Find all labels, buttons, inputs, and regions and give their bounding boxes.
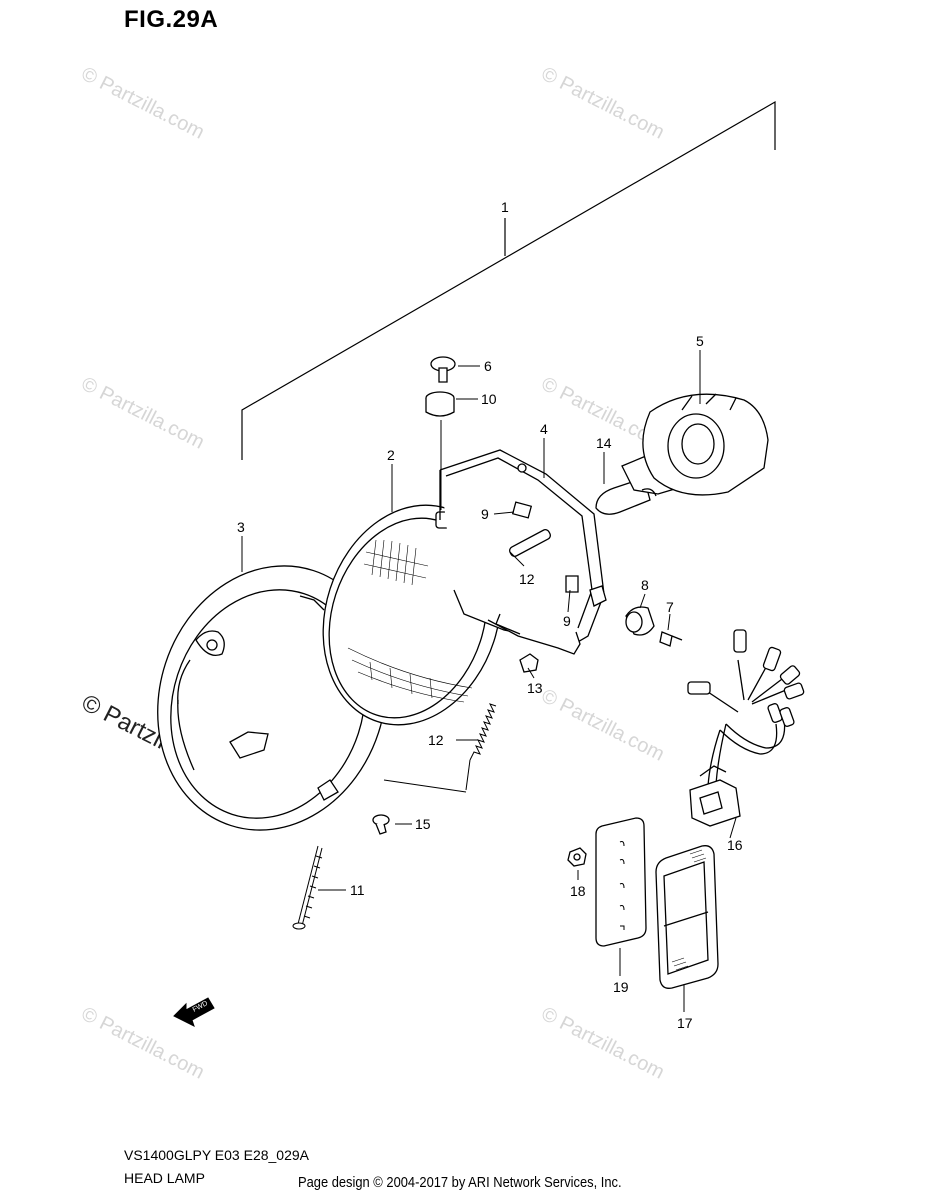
callout-9a: 9 [481, 506, 489, 522]
watermark: © Partzilla.com [538, 685, 668, 766]
nut [568, 848, 586, 866]
callout-14: 14 [596, 435, 612, 451]
reflector-plate [656, 846, 718, 989]
cover-plate [596, 818, 646, 946]
adjuster-grommet [626, 607, 654, 635]
rubber-grommet [426, 392, 454, 416]
callout-17: 17 [677, 1015, 693, 1031]
callout-13: 13 [527, 680, 543, 696]
assembly-bracket [242, 102, 775, 460]
headlamp-housing-bracket [440, 450, 606, 654]
callout-9b: 9 [563, 613, 571, 629]
callout-19: 19 [613, 979, 629, 995]
callout-16: 16 [727, 837, 743, 853]
watermark: © Partzilla.com [78, 373, 208, 454]
section-name: HEAD LAMP [124, 1170, 205, 1186]
adjuster-bolt [660, 632, 682, 646]
adjusting-screw [293, 846, 322, 929]
callout-2: 2 [387, 447, 395, 463]
adjusting-spring [384, 704, 496, 792]
callout-4: 4 [540, 421, 548, 437]
callout-7: 7 [666, 599, 674, 615]
callout-10: 10 [481, 391, 497, 407]
wiring-harness [688, 630, 805, 826]
dust-cover [643, 394, 768, 495]
callout-6: 6 [484, 358, 492, 374]
callout-18: 18 [570, 883, 586, 899]
callout-12a: 12 [519, 571, 535, 587]
nut-clip [520, 654, 538, 672]
callout-5: 5 [696, 333, 704, 349]
watermark: © Partzilla.com [538, 1003, 668, 1084]
callout-labels: 1 6 10 5 2 4 14 3 9 12 9 8 7 13 12 15 16… [237, 199, 743, 1031]
callout-12b: 12 [428, 732, 444, 748]
callout-3: 3 [237, 519, 245, 535]
headlamp-rim [124, 536, 420, 860]
mounting-screw [431, 357, 455, 382]
watermark: © Partzilla.com [538, 63, 668, 144]
model-code: VS1400GLPY E03 E28_029A [124, 1147, 310, 1163]
watermark: © Partzilla.com [78, 63, 208, 144]
page-credit: Page design © 2004-2017 by ARI Network S… [298, 1174, 622, 1191]
callout-11: 11 [350, 882, 365, 898]
callout-8: 8 [641, 577, 649, 593]
callout-1: 1 [501, 199, 509, 215]
forward-direction-marker: FWD [174, 998, 214, 1026]
callout-15: 15 [415, 816, 431, 832]
figure-title: FIG.29A [124, 6, 219, 33]
rim-screw [373, 815, 389, 834]
leader-lines [242, 350, 736, 1012]
